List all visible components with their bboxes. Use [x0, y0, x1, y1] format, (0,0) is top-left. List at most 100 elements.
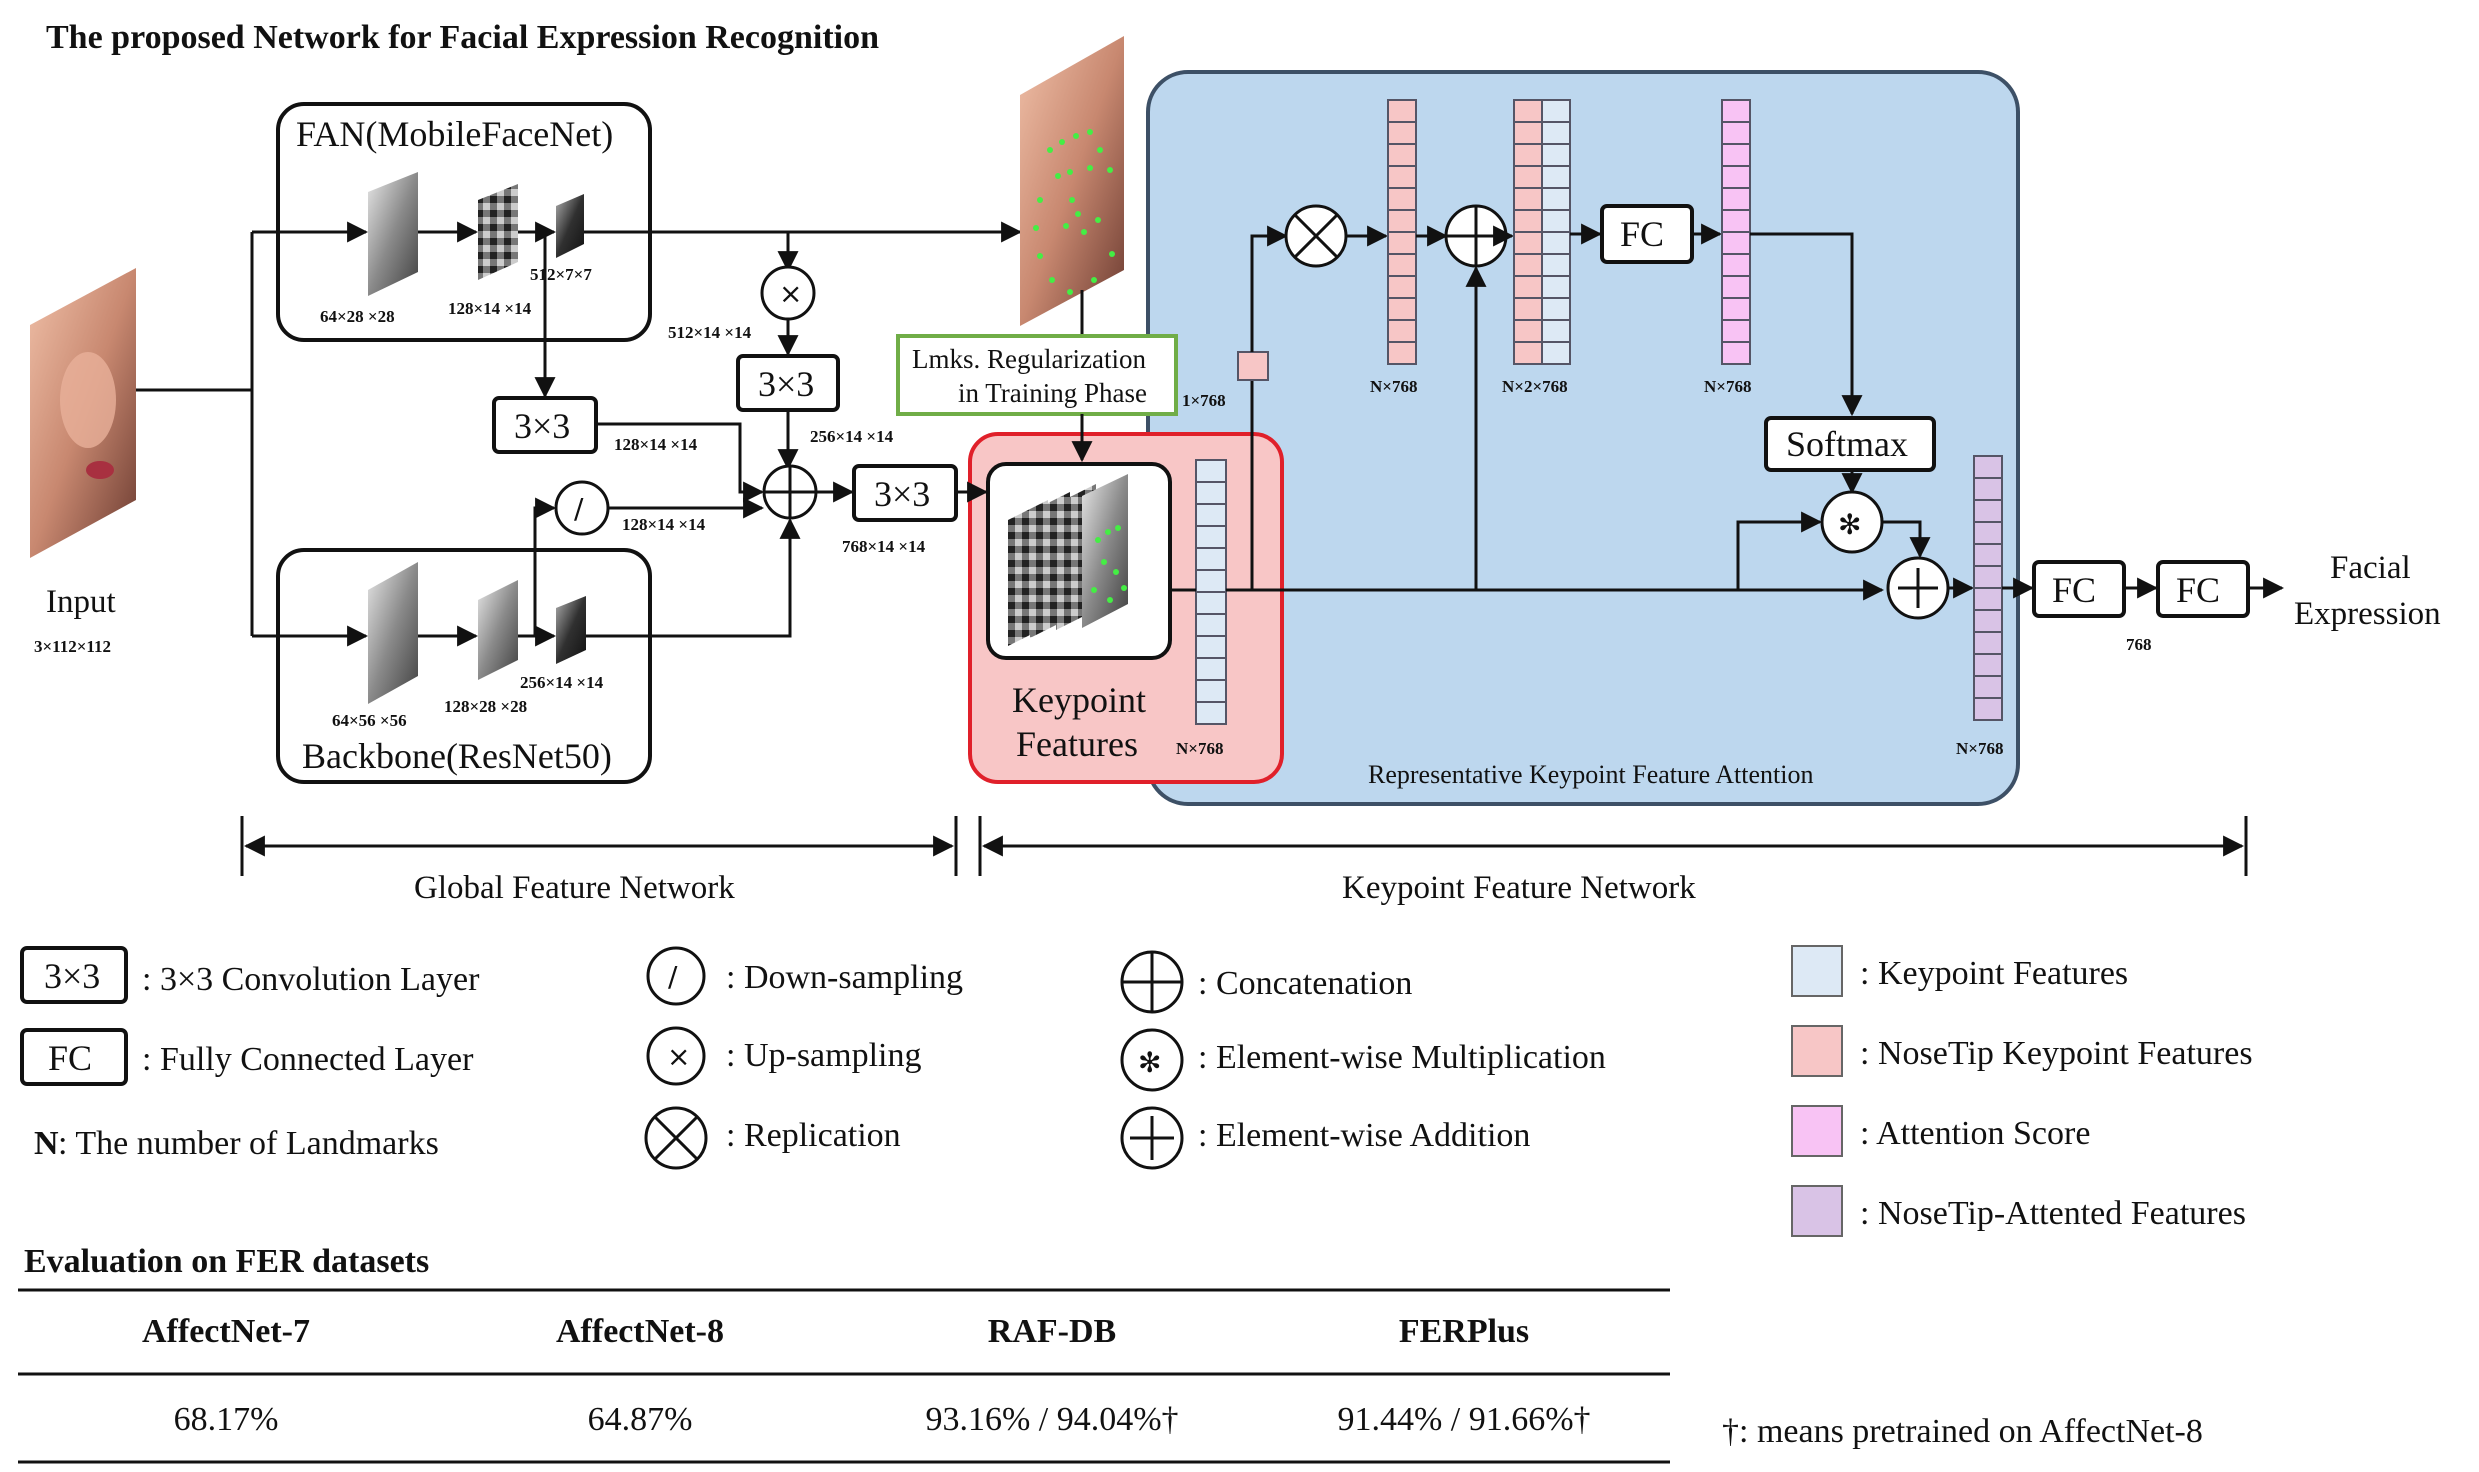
backbone-label: Backbone(ResNet50): [302, 736, 612, 776]
attention-vector: [1721, 99, 1751, 365]
conv-upsample-dim: 256×14 ×14: [810, 427, 894, 446]
fc-rkfa-label: FC: [1620, 214, 1664, 254]
attended-vector: [1973, 455, 2003, 721]
diagram-title: The proposed Network for Facial Expressi…: [46, 19, 879, 56]
legend-mult-icon: ✻: [1120, 1028, 1184, 1092]
legend-up-text: : Up-sampling: [726, 1037, 921, 1074]
fan-dim-1: 64×28 ×28: [320, 307, 395, 326]
fc-out-dim: 768: [2126, 635, 2152, 654]
conv-fan-dim: 128×14 ×14: [614, 435, 698, 454]
input-dim: 3×112×112: [34, 637, 111, 656]
legend-mult-text: : Element-wise Multiplication: [1198, 1039, 1606, 1076]
fan-feature-map-1: [368, 172, 418, 296]
legend-n-text: : The number of Landmarks: [58, 1125, 439, 1162]
legend-conv-icon: [20, 946, 128, 1004]
conv-upsample-label: 3×3: [758, 364, 814, 404]
legend-kp-text: : Keypoint Features: [1860, 955, 2128, 992]
legend-natt-swatch: [1791, 1185, 1843, 1237]
global-section-label: Global Feature Network: [414, 870, 735, 906]
legend-kp-swatch: [1791, 945, 1843, 997]
evaluation-footnote: †: means pretrained on AffectNet-8: [1722, 1413, 2203, 1450]
legend-natt-text: : NoseTip-Attented Features: [1860, 1195, 2246, 1232]
upsample-dim: 512×14 ×14: [668, 323, 752, 342]
legend-add-icon: [1120, 1106, 1184, 1170]
keypoint-features-line2: Features: [1016, 724, 1138, 764]
backbone-feature-map-3: [556, 596, 586, 664]
table-header-1: AffectNet-7: [142, 1313, 310, 1350]
fc-1-label: FC: [2052, 570, 2096, 610]
legend-concat-icon: [1120, 950, 1184, 1014]
legend-concat-text: : Concatenation: [1198, 965, 1412, 1002]
down-dim: 128×14 ×14: [622, 515, 706, 534]
legend-replication-text: : Replication: [726, 1117, 901, 1154]
nosetip-vector: [1237, 351, 1269, 381]
backbone-dim-3: 256×14 ×14: [520, 673, 604, 692]
fan-dim-2: 128×14 ×14: [448, 299, 532, 318]
multiplication-op: ✻: [1820, 490, 1884, 554]
output-line1: Facial: [2330, 550, 2411, 586]
replication-op: [1284, 204, 1348, 268]
table-value-1: 68.17%: [174, 1401, 279, 1438]
upsampling-symbol: ×: [779, 277, 802, 310]
keypoint-features-line1: Keypoint: [1012, 680, 1146, 720]
concat-dim: 768×14 ×14: [842, 537, 926, 556]
fan-feature-map-2: [478, 184, 518, 280]
legend-att-text: : Attention Score: [1860, 1115, 2090, 1152]
legend-replication-icon: [644, 1106, 708, 1170]
legend-n-bold: N: [34, 1125, 59, 1162]
backbone-dim-2: 128×28 ×28: [444, 697, 527, 716]
table-value-4: 91.44% / 91.66%†: [1337, 1401, 1590, 1438]
input-label: Input: [46, 584, 116, 620]
keypoint-vector: [1195, 459, 1227, 725]
output-line2: Expression: [2294, 596, 2441, 632]
evaluation-title: Evaluation on FER datasets: [24, 1243, 429, 1280]
softmax-box: [1764, 416, 1936, 472]
downsampling-symbol: /: [574, 492, 584, 525]
conv-fan-label: 3×3: [514, 406, 570, 446]
table-header-3: RAF-DB: [988, 1313, 1116, 1350]
legend-conv-icon-label: 3×3: [44, 956, 100, 996]
attention-dim: N×768: [1704, 377, 1751, 396]
legend-fc-text: : Fully Connected Layer: [142, 1041, 474, 1078]
nosetip-dim: 1×768: [1182, 391, 1226, 410]
global-bracket: [240, 816, 958, 876]
attended-dim: N×768: [1956, 739, 2003, 758]
legend-down-icon: [646, 946, 706, 1006]
regularization-line1: Lmks. Regularization: [912, 344, 1146, 374]
svg-text:✻: ✻: [1138, 1046, 1161, 1079]
concat2-dim: N×2×768: [1502, 377, 1568, 396]
concat2-vector: [1513, 99, 1571, 365]
fc-2-label: FC: [2176, 570, 2220, 610]
softmax-label: Softmax: [1786, 424, 1908, 464]
regularization-line2: in Training Phase: [958, 378, 1147, 408]
regularization-box: [896, 334, 1178, 416]
table-value-3: 93.16% / 94.04%†: [925, 1401, 1178, 1438]
backbone-feature-map-2: [478, 580, 518, 680]
svg-text:✻: ✻: [1838, 508, 1861, 541]
keypoint-vector-dim: N×768: [1176, 739, 1223, 758]
legend-nose-swatch: [1791, 1025, 1843, 1077]
landmark-face-image: [1020, 36, 1124, 326]
fan-feature-map-3: [556, 194, 584, 258]
replicated-dim: N×768: [1370, 377, 1417, 396]
backbone-feature-map-1: [368, 562, 418, 704]
legend-up-symbol: ×: [667, 1040, 690, 1073]
legend-up-icon: [646, 1026, 706, 1086]
replicated-vector: [1387, 99, 1417, 365]
legend-down-text: : Down-sampling: [726, 959, 963, 996]
keypoint-bracket: [978, 816, 2248, 876]
legend-add-text: : Element-wise Addition: [1198, 1117, 1530, 1154]
table-header-2: AffectNet-8: [556, 1313, 724, 1350]
legend-nose-text: : NoseTip Keypoint Features: [1860, 1035, 2253, 1072]
concat-op: [762, 464, 818, 520]
table-header-4: FERPlus: [1399, 1313, 1529, 1350]
backbone-dim-1: 64×56 ×56: [332, 711, 407, 730]
rkfa-label: Representative Keypoint Feature Attentio…: [1368, 760, 1814, 789]
legend-att-swatch: [1791, 1105, 1843, 1157]
table-value-2: 64.87%: [588, 1401, 693, 1438]
concat2-op: [1444, 204, 1508, 268]
fan-dim-3: 512×7×7: [530, 265, 592, 284]
conv-concat-label: 3×3: [874, 474, 930, 514]
legend-conv-text: : 3×3 Convolution Layer: [142, 961, 480, 998]
keypoint-section-label: Keypoint Feature Network: [1342, 870, 1696, 906]
